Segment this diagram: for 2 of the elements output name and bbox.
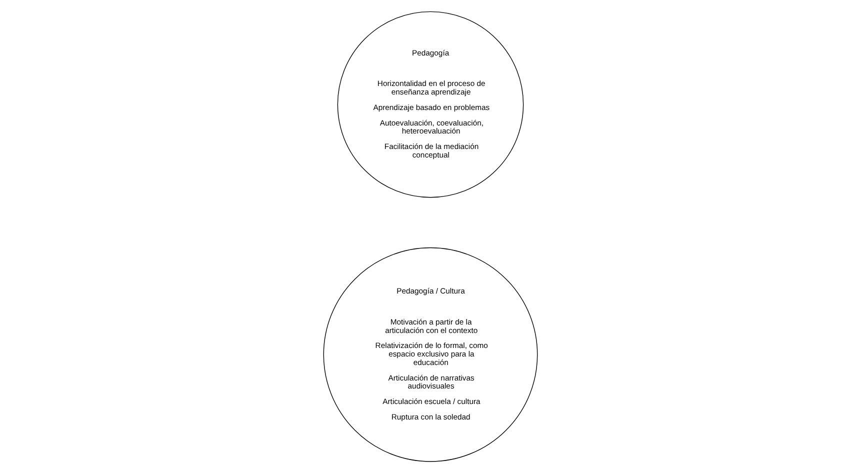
node-circle: Pedagogía Horizontalidad en el proceso de enseñanza aprendizaje Aprendizaje basado en problemas Autoevaluación, coevaluación, heteroevaluación Facilitación de la mediación conceptual — [336, 11, 524, 198]
node-circle: Pedagogía / Cultura Motivación a partir de la articulación con el contexto Relativización de lo formal, como espacio exclusivo para la educación Articulación de narrativas audiovisuales Articulación escuela / cultura Ruptura con la soledad — [322, 247, 538, 462]
